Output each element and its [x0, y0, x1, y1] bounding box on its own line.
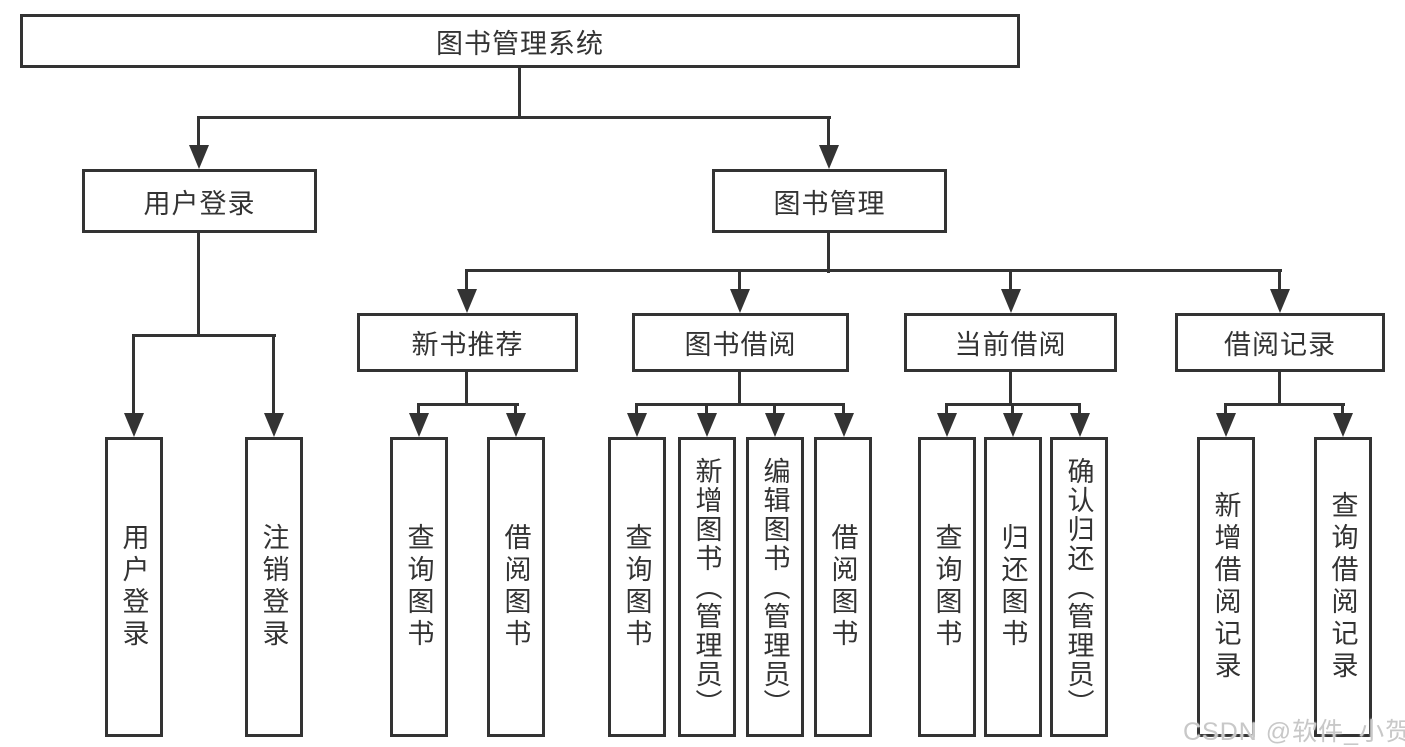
- arrow-down-icon: [124, 413, 144, 437]
- connector-line: [1078, 403, 1081, 417]
- arrow-down-icon: [730, 289, 750, 313]
- arrow-down-icon: [1216, 413, 1236, 437]
- connector-line: [827, 233, 830, 273]
- connector-line: [705, 403, 708, 417]
- arrow-down-icon: [627, 413, 647, 437]
- connector-line: [197, 116, 200, 147]
- connector-line: [635, 403, 845, 406]
- connector-line: [132, 334, 135, 415]
- connector-line: [635, 403, 638, 417]
- arrow-down-icon: [409, 413, 429, 437]
- connector-line: [197, 116, 831, 119]
- leaf-borrow-books: 借阅图书: [487, 437, 545, 737]
- connector-line: [738, 269, 741, 291]
- leaf-query-books-3: 查询图书: [918, 437, 976, 737]
- connector-line: [827, 116, 830, 147]
- connector-line: [465, 372, 468, 406]
- arrow-down-icon: [819, 145, 839, 169]
- leaf-logout: 注销登录: [245, 437, 303, 737]
- node-book-management: 图书管理: [712, 169, 947, 233]
- arrow-down-icon: [1001, 289, 1021, 313]
- node-root: 图书管理系统: [20, 14, 1020, 68]
- connector-line: [1011, 403, 1014, 417]
- leaf-return-books: 归还图书: [984, 437, 1042, 737]
- arrow-down-icon: [1070, 413, 1090, 437]
- connector-line: [1009, 372, 1012, 406]
- leaf-query-books-2: 查询图书: [608, 437, 666, 737]
- leaf-label: 新增图书（管理员）: [691, 456, 722, 718]
- leaf-label: 查询图书: [931, 523, 962, 651]
- connector-line: [514, 403, 517, 417]
- connector-line: [773, 403, 776, 417]
- leaf-confirm-return-admin: 确认归还（管理员）: [1050, 437, 1108, 737]
- arrow-down-icon: [264, 413, 284, 437]
- node-new-book-recommend-label: 新书推荐: [411, 330, 524, 360]
- node-current-borrowing-label: 当前借阅: [954, 330, 1067, 360]
- leaf-borrow-books-2: 借阅图书: [814, 437, 872, 737]
- connector-line: [417, 403, 519, 406]
- leaf-add-books-admin: 新增图书（管理员）: [678, 437, 736, 737]
- arrow-down-icon: [506, 413, 526, 437]
- leaf-user-login: 用户登录: [105, 437, 163, 737]
- leaf-label: 查询借阅记录: [1327, 491, 1358, 683]
- leaf-label: 编辑图书（管理员）: [759, 456, 790, 718]
- arrow-down-icon: [697, 413, 717, 437]
- connector-line: [1341, 403, 1344, 417]
- connector-line: [417, 403, 420, 417]
- connector-line: [272, 334, 275, 415]
- node-book-management-label: 图书管理: [773, 188, 886, 219]
- connector-line: [1278, 372, 1281, 406]
- leaf-label: 确认归还（管理员）: [1063, 456, 1094, 718]
- leaf-label: 查询图书: [621, 523, 652, 651]
- leaf-edit-books-admin: 编辑图书（管理员）: [746, 437, 804, 737]
- connector-line: [738, 372, 741, 406]
- connector-line: [842, 403, 845, 417]
- connector-line: [132, 334, 276, 337]
- connector-line: [1009, 269, 1012, 291]
- leaf-label: 新增借阅记录: [1210, 491, 1241, 683]
- arrow-down-icon: [1003, 413, 1023, 437]
- arrow-down-icon: [189, 145, 209, 169]
- csdn-watermark: CSDN @软件_小贺同学: [1183, 718, 1405, 746]
- node-borrow-records: 借阅记录: [1175, 313, 1385, 372]
- leaf-label: 借阅图书: [500, 523, 531, 651]
- node-root-label: 图书管理系统: [436, 28, 604, 59]
- node-book-borrowing-label: 图书借阅: [684, 330, 797, 360]
- leaf-query-books: 查询图书: [390, 437, 448, 737]
- leaf-add-borrow-record: 新增借阅记录: [1197, 437, 1255, 737]
- arrow-down-icon: [1333, 413, 1353, 437]
- connector-line: [465, 269, 468, 291]
- node-user-login: 用户登录: [82, 169, 317, 233]
- node-new-book-recommend: 新书推荐: [357, 313, 578, 372]
- node-book-borrowing: 图书借阅: [632, 313, 849, 372]
- node-user-login-label: 用户登录: [143, 188, 256, 219]
- node-borrow-records-label: 借阅记录: [1224, 330, 1336, 360]
- leaf-label: 借阅图书: [827, 523, 858, 651]
- leaf-label: 用户登录: [118, 523, 149, 651]
- arrow-down-icon: [457, 289, 477, 313]
- arrow-down-icon: [765, 413, 785, 437]
- connector-line: [1224, 403, 1345, 406]
- leaf-query-borrow-record: 查询借阅记录: [1314, 437, 1372, 737]
- leaf-label: 查询图书: [403, 523, 434, 651]
- connector-line: [465, 269, 1282, 272]
- connector-line: [197, 233, 200, 336]
- connector-line: [945, 403, 948, 417]
- arrow-down-icon: [937, 413, 957, 437]
- arrow-down-icon: [834, 413, 854, 437]
- arrow-down-icon: [1270, 289, 1290, 313]
- node-current-borrowing: 当前借阅: [904, 313, 1117, 372]
- leaf-label: 归还图书: [997, 523, 1028, 651]
- connector-line: [1278, 269, 1281, 291]
- connector-line: [518, 68, 521, 119]
- leaf-label: 注销登录: [258, 523, 289, 651]
- connector-line: [1224, 403, 1227, 417]
